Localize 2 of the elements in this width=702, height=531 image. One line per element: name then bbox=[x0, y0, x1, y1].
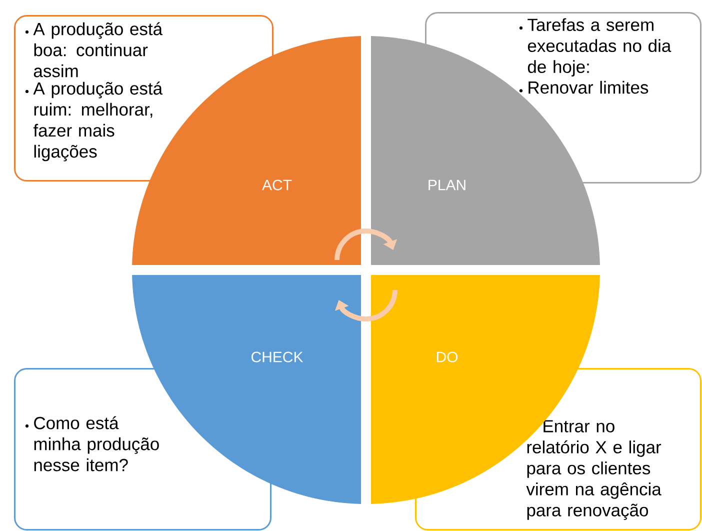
circular-arrow bbox=[334, 290, 398, 322]
circular-arrow bbox=[334, 228, 398, 260]
